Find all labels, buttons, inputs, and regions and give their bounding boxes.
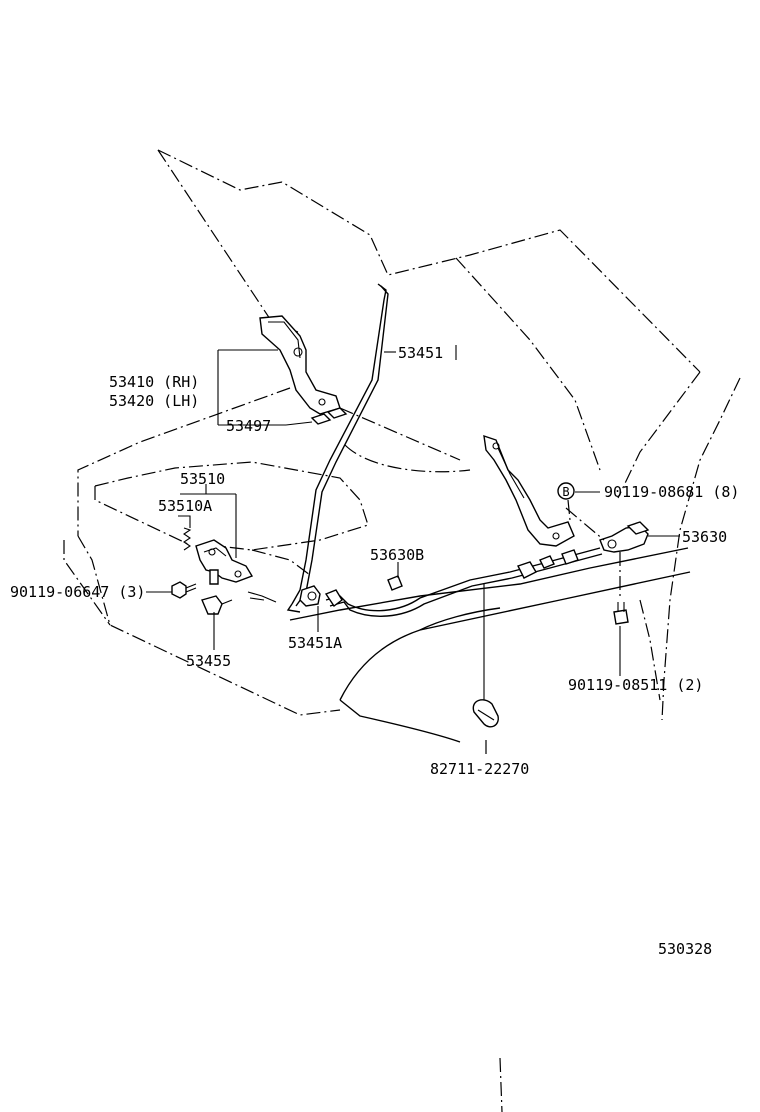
hood-lock-assembly (183, 527, 254, 585)
release-lever (599, 521, 650, 553)
body-outline (63, 377, 741, 1112)
label-lock-assembly: 53510 (180, 470, 225, 488)
lever-bolt (613, 602, 629, 625)
wire-clamp (472, 699, 499, 728)
hood-hinge-left (259, 315, 341, 415)
hood-outline (157, 149, 701, 499)
label-lock-bracket: 53455 (186, 652, 231, 670)
label-wire-clamp: 82711-22270 (430, 760, 529, 778)
rod-holder (299, 585, 321, 607)
label-lock-bolt: 90119-06647 (3) (10, 583, 145, 601)
label-diagram-code: 530328 (658, 940, 712, 958)
label-release-lever: 53630 (682, 528, 727, 546)
hinge-shims (310, 407, 348, 425)
label-cable-clamp: 53630B (370, 546, 424, 564)
label-hinge-bolt: 90119-08681 (8) (604, 483, 739, 501)
circle-marker-b: B (557, 482, 575, 500)
lock-bolt (171, 581, 197, 599)
lock-bracket (201, 591, 277, 615)
label-rod-holder: 53451A (288, 634, 342, 652)
hood-support-rod (286, 283, 389, 613)
label-hood-support-rod: 53451 (398, 344, 443, 362)
label-lever-bolt: 90119-08511 (2) (568, 676, 703, 694)
release-cable (324, 547, 603, 617)
label-lock-assembly-sub: 53510A (158, 497, 212, 515)
label-hinge-rh: 53410 (RH) (109, 373, 199, 391)
label-hinge-lh: 53420 (LH) (109, 392, 199, 410)
leader-lines (146, 349, 680, 756)
label-hinge-shim: 53497 (226, 417, 271, 435)
hood-hinge-right (483, 434, 575, 547)
circle-marker-label: B (562, 485, 569, 499)
